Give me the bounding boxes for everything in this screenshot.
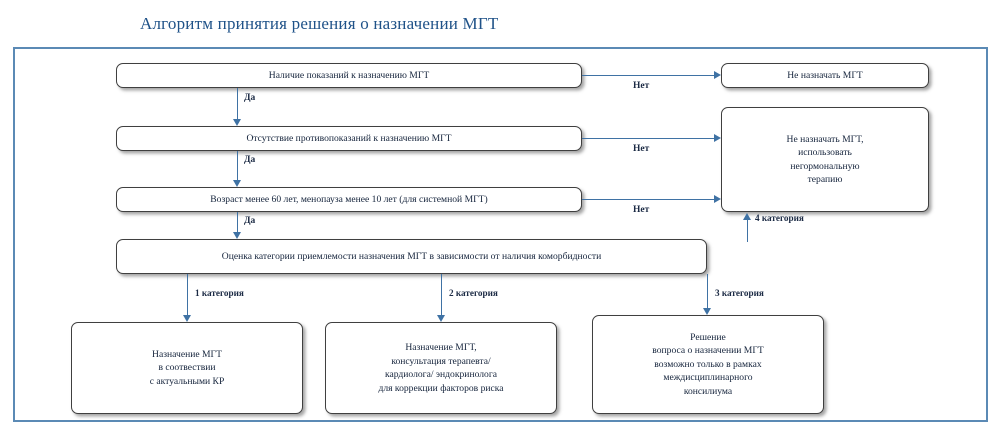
connector-category-4 — [747, 220, 748, 242]
edge-label-category-3: 3 категория — [715, 288, 764, 298]
connector-yes-2 — [237, 151, 238, 180]
node-indications-label: Наличие показаний к назначению МГТ — [268, 69, 430, 81]
node-indications: Наличие показаний к назначению МГТ — [116, 63, 582, 88]
node-contraindications-label: Отсутствие противопоказаний к назначению… — [246, 132, 452, 144]
node-no-mht-label: Не назначать МГТ — [787, 69, 863, 81]
page-title: Алгоритм принятия решения о назначении М… — [140, 14, 499, 33]
connector-no-2-arrowhead — [714, 134, 721, 142]
outcome2-line-2: консультация терапевта/ — [391, 355, 491, 367]
outcome3-line-5: консилиума — [683, 385, 733, 397]
outcome2-line-3: кардиолога/ эндокринолога — [384, 369, 498, 380]
edge-label-category-4: 4 категория — [755, 213, 804, 223]
outcome1-line-3: с актуальными КР — [149, 375, 225, 387]
connector-yes-2-arrowhead — [233, 180, 241, 187]
node-outcome-1-text: Назначение МГТ в соотвествии с актуальны… — [78, 348, 296, 389]
connector-no-2 — [582, 138, 714, 139]
connector-category-1-arrowhead — [183, 315, 191, 322]
nonhormonal-line-1: Не назначать МГТ, — [786, 133, 864, 145]
node-no-mht: Не назначать МГТ — [721, 63, 929, 88]
node-category-assessment-label: Оценка категории приемлемости назначения… — [221, 250, 602, 262]
connector-yes-3 — [237, 212, 238, 232]
outcome3-line-1: Решение — [690, 331, 726, 343]
connector-no-3 — [582, 199, 714, 200]
node-outcome-category-2: Назначение МГТ, консультация терапевта/ … — [325, 322, 557, 414]
nonhormonal-line-2: использовать — [798, 147, 852, 158]
edge-label-no-1: Нет — [633, 81, 650, 91]
outcome2-line-4: для коррекции факторов риска — [378, 382, 504, 394]
edge-label-yes-1: Да — [244, 93, 256, 103]
outcome3-line-2: вопроса о назначении МГТ — [652, 345, 764, 357]
outcome1-line-2: в соотвествии — [158, 362, 216, 374]
edge-label-no-2: Нет — [633, 144, 650, 154]
outcome3-line-3: возможно только в рамках — [654, 358, 762, 370]
connector-yes-3-arrowhead — [233, 232, 241, 239]
connector-no-1 — [582, 75, 714, 76]
outcome3-line-4: междисциплинарного — [663, 372, 753, 384]
connector-category-2-arrowhead — [437, 315, 445, 322]
node-no-mht-nonhormonal-text: Не назначать МГТ, использовать негормона… — [728, 133, 922, 187]
node-age-criteria: Возраст менее 60 лет, менопауза менее 10… — [116, 187, 582, 212]
edge-label-yes-3: Да — [244, 216, 256, 226]
node-no-mht-nonhormonal: Не назначать МГТ, использовать негормона… — [721, 107, 929, 212]
edge-label-yes-2: Да — [244, 155, 256, 165]
node-outcome-category-3: Решение вопроса о назначении МГТ возможн… — [592, 315, 824, 414]
node-outcome-category-1: Назначение МГТ в соотвествии с актуальны… — [71, 322, 303, 414]
node-outcome-2-text: Назначение МГТ, консультация терапевта/ … — [332, 341, 550, 395]
outcome1-line-1: Назначение МГТ — [152, 348, 222, 360]
connector-yes-1 — [237, 88, 238, 119]
node-category-assessment: Оценка категории приемлемости назначения… — [116, 239, 707, 274]
connector-yes-1-arrowhead — [233, 119, 241, 126]
node-age-criteria-label: Возраст менее 60 лет, менопауза менее 10… — [210, 193, 488, 205]
node-contraindications: Отсутствие противопоказаний к назначению… — [116, 126, 582, 151]
node-outcome-3-text: Решение вопроса о назначении МГТ возможн… — [599, 331, 817, 399]
edge-label-category-2: 2 категория — [449, 288, 498, 298]
edge-label-category-1: 1 категория — [195, 288, 244, 298]
connector-no-3-arrowhead — [714, 195, 721, 203]
connector-category-3-arrowhead — [703, 308, 711, 315]
connector-category-1 — [187, 274, 188, 315]
connector-category-4-arrowhead — [743, 213, 751, 220]
connector-no-1-arrowhead — [714, 71, 721, 79]
outcome2-line-1: Назначение МГТ, — [405, 342, 477, 353]
diagram-frame: Наличие показаний к назначению МГТ Отсут… — [13, 47, 988, 422]
connector-category-2 — [441, 274, 442, 315]
connector-category-3 — [707, 274, 708, 308]
nonhormonal-line-4: терапию — [807, 174, 843, 185]
edge-label-no-3: Нет — [633, 205, 650, 215]
nonhormonal-line-3: негормональную — [790, 160, 860, 172]
